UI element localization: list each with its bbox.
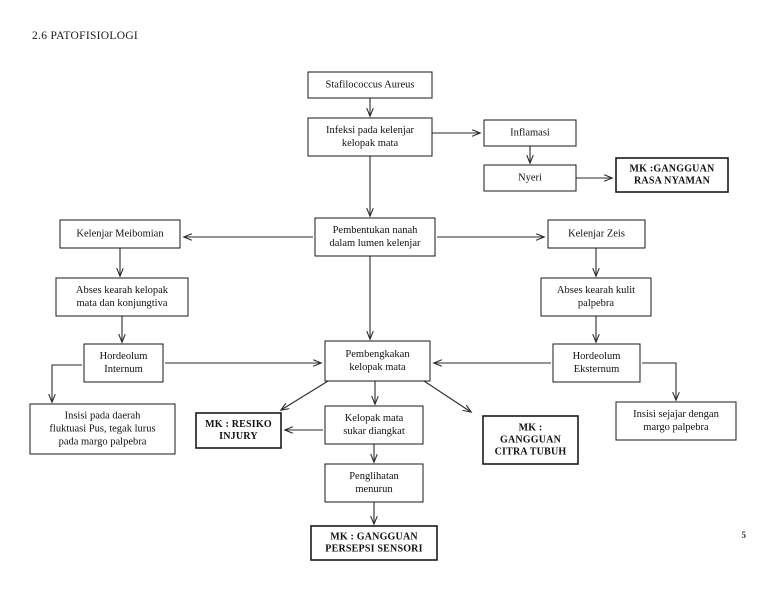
flow-node[interactable]: Pembentukan nanah dalam lumen kelenjar: [314, 217, 436, 257]
flow-node-box[interactable]: [195, 412, 282, 449]
flow-node-box[interactable]: [307, 71, 433, 99]
edge-hordeolum-internum-to-insisi-fluktuasi: [52, 364, 82, 402]
flow-node-label: Eksternum: [574, 364, 620, 375]
flow-node[interactable]: Nyeri: [483, 164, 577, 192]
flow-node-label: Kelopak mata: [345, 413, 404, 424]
flow-node-label: Infeksi pada kelenjar: [326, 125, 415, 136]
flow-node-label: margo palpebra: [643, 422, 709, 433]
flow-node[interactable]: Infeksi pada kelenjar kelopak mata: [307, 117, 433, 157]
flow-node-box[interactable]: [482, 415, 579, 465]
flow-node-label: CITRA TUBUH: [495, 446, 567, 457]
flow-node-label: sukar diangkat: [343, 426, 405, 437]
flow-node-box[interactable]: [83, 343, 164, 383]
flow-node-box[interactable]: [59, 219, 181, 249]
flow-node-label: Stafilococcus Aureus: [326, 79, 415, 90]
flow-node-label: Insisi pada daerah: [65, 410, 142, 421]
flow-node-label: GANGGUAN: [500, 434, 562, 445]
flow-node-box[interactable]: [483, 164, 577, 192]
flow-node-label: dalam lumen kelenjar: [330, 238, 421, 249]
flow-node[interactable]: Kelopak mata sukar diangkat: [324, 405, 424, 445]
flow-node-label: RASA NYAMAN: [634, 175, 711, 186]
flow-node[interactable]: Kelenjar Zeis: [547, 219, 646, 249]
flow-node-label: Pembentukan nanah: [333, 225, 419, 236]
flow-node-box[interactable]: [55, 277, 189, 317]
flow-node-label: Insisi sejajar dengan: [633, 409, 719, 420]
flow-node-box[interactable]: [314, 217, 436, 257]
flow-node-label: INJURY: [219, 431, 258, 442]
flow-node-label: Nyeri: [518, 172, 542, 183]
flow-node-box[interactable]: [310, 525, 438, 561]
flow-node-box[interactable]: [540, 277, 652, 317]
flow-node-box[interactable]: [547, 219, 646, 249]
flow-node[interactable]: Abses kearah kulit palpebra: [540, 277, 652, 317]
flow-node-label: Kelenjar Zeis: [568, 228, 625, 239]
flow-node[interactable]: Penglihatan menurun: [324, 463, 424, 503]
flow-node-label: Abses kearah kelopak: [76, 285, 169, 296]
flow-node[interactable]: Kelenjar Meibomian: [59, 219, 181, 249]
page-number: 5: [741, 530, 747, 540]
flow-node[interactable]: Abses kearah kelopak mata dan konjungtiva: [55, 277, 189, 317]
flow-node[interactable]: Inflamasi: [483, 119, 577, 147]
flow-node-label: palpebra: [578, 298, 614, 309]
flow-node-label: pada margo palpebra: [59, 436, 147, 447]
flow-node[interactable]: Pembengkakan kelopak mata: [324, 340, 431, 382]
flow-node-label: MK : RESIKO: [205, 419, 272, 430]
flow-node-box[interactable]: [324, 405, 424, 445]
flow-node-label: MK :GANGGUAN: [630, 163, 715, 174]
flow-node-box[interactable]: [307, 117, 433, 157]
flow-node-box[interactable]: [552, 343, 641, 383]
flow-node-box[interactable]: [615, 401, 737, 441]
flow-node-box[interactable]: [483, 119, 577, 147]
flow-node-label: menurun: [355, 484, 393, 495]
flow-node-label: PERSEPSI SENSORI: [325, 543, 422, 554]
edge-pembengkakan-to-mk-citra-tubuh: [423, 380, 471, 412]
flow-node[interactable]: Insisi pada daerah fluktuasi Pus, tegak l…: [29, 403, 176, 455]
flow-node-label: Hordeolum: [573, 351, 621, 362]
edge-hordeolum-eksternum-to-insisi-sejajar: [642, 362, 676, 400]
flow-node-label: MK :: [519, 422, 543, 433]
flow-node-label: Internum: [104, 364, 143, 375]
flow-node-box[interactable]: [324, 463, 424, 503]
flow-node-box[interactable]: [615, 157, 729, 193]
flow-node-label: kelopak mata: [349, 362, 406, 373]
flow-node[interactable]: Stafilococcus Aureus: [307, 71, 433, 99]
flow-node-label: mata dan konjungtiva: [77, 298, 168, 309]
page-title: 2.6 PATOFISIOLOGI: [32, 30, 139, 42]
flow-node-box[interactable]: [324, 340, 431, 382]
flow-node-label: Pembengkakan: [345, 349, 410, 360]
flow-node-label: Inflamasi: [510, 127, 550, 138]
edge-pembengkakan-to-mk-resiko-injury: [281, 380, 329, 410]
edges-layer: [52, 98, 676, 524]
flow-node-label: Penglihatan: [349, 471, 399, 482]
flow-node-box[interactable]: [29, 403, 176, 455]
flow-node-label: fluktuasi Pus, tegak lurus: [49, 423, 155, 434]
flow-node-label: Abses kearah kulit: [557, 285, 635, 296]
flow-node-label: Kelenjar Meibomian: [76, 228, 164, 239]
flow-node[interactable]: Insisi sejajar dengan margo palpebra: [615, 401, 737, 441]
flow-node-label: MK : GANGGUAN: [330, 531, 418, 542]
flow-node-label: Hordeolum: [100, 351, 148, 362]
flow-node-label: kelopak mata: [342, 138, 399, 149]
